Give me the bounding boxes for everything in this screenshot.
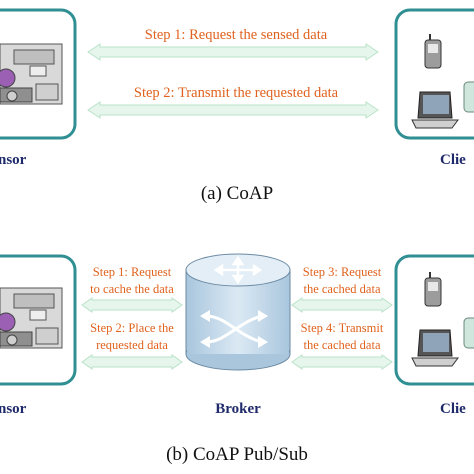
coap-caption: (a) CoAP	[201, 183, 273, 204]
pubsub-step-4-line-2: the cached data	[303, 338, 380, 352]
pubsub-laptop-icon	[411, 329, 459, 367]
coap-step-2-label: Step 2: Transmit the requested data	[134, 85, 339, 101]
pubsub-step-1-line-1: Step 1: Request	[93, 265, 172, 279]
pubsub-step2-arrow	[81, 354, 183, 370]
pubsub-phone-icon	[424, 272, 442, 307]
transmit-arrow	[87, 101, 379, 119]
pubsub-step-3-line-1: Step 3: Request	[303, 265, 382, 279]
pubsub-step-4-line-1: Step 4: Transmit	[301, 321, 384, 335]
broker-top-arrows-icon	[213, 255, 263, 285]
pubsub-client-box	[394, 254, 474, 386]
broker-icon	[185, 253, 291, 371]
pda-icon	[463, 81, 474, 113]
broker-cross-arrows-icon	[205, 314, 263, 344]
coap-sensor-label: nsor	[0, 152, 27, 168]
pubsub-step-3-line-2: the cached data	[303, 282, 380, 296]
pubsub-sensor-box	[0, 254, 77, 386]
coap-step-1-label: Step 1: Request the sensed data	[145, 27, 328, 43]
laptop-icon	[411, 91, 459, 129]
pubsub-step4-arrow	[291, 354, 393, 370]
pubsub-step-2-line-1: Step 2: Place the	[90, 321, 174, 335]
pubsub-pda-icon	[463, 317, 474, 349]
sensor-box	[0, 8, 77, 140]
broker-label: Broker	[215, 401, 261, 417]
request-arrow	[87, 43, 379, 61]
sensor-device-icon	[0, 43, 63, 105]
coap-client-label: Clie	[440, 152, 466, 168]
coap-section: Step 1: Request the sensed data Step 2: …	[0, 8, 474, 204]
pubsub-step-2-line-2: requested data	[96, 338, 168, 352]
pubsub-caption: (b) CoAP Pub/Sub	[166, 444, 308, 465]
pubsub-step1-arrow	[81, 297, 183, 313]
phone-icon	[424, 34, 442, 69]
pubsub-sensor-device-icon	[0, 287, 63, 349]
pubsub-client-label: Clie	[440, 401, 466, 417]
pubsub-sensor-label: nsor	[0, 401, 27, 417]
pubsub-step3-arrow	[291, 297, 393, 313]
client-box	[394, 8, 474, 140]
pubsub-step-1-line-2: to cache the data	[90, 282, 174, 296]
pubsub-section: Step 1: Request to cache the data Step 2…	[0, 253, 474, 465]
